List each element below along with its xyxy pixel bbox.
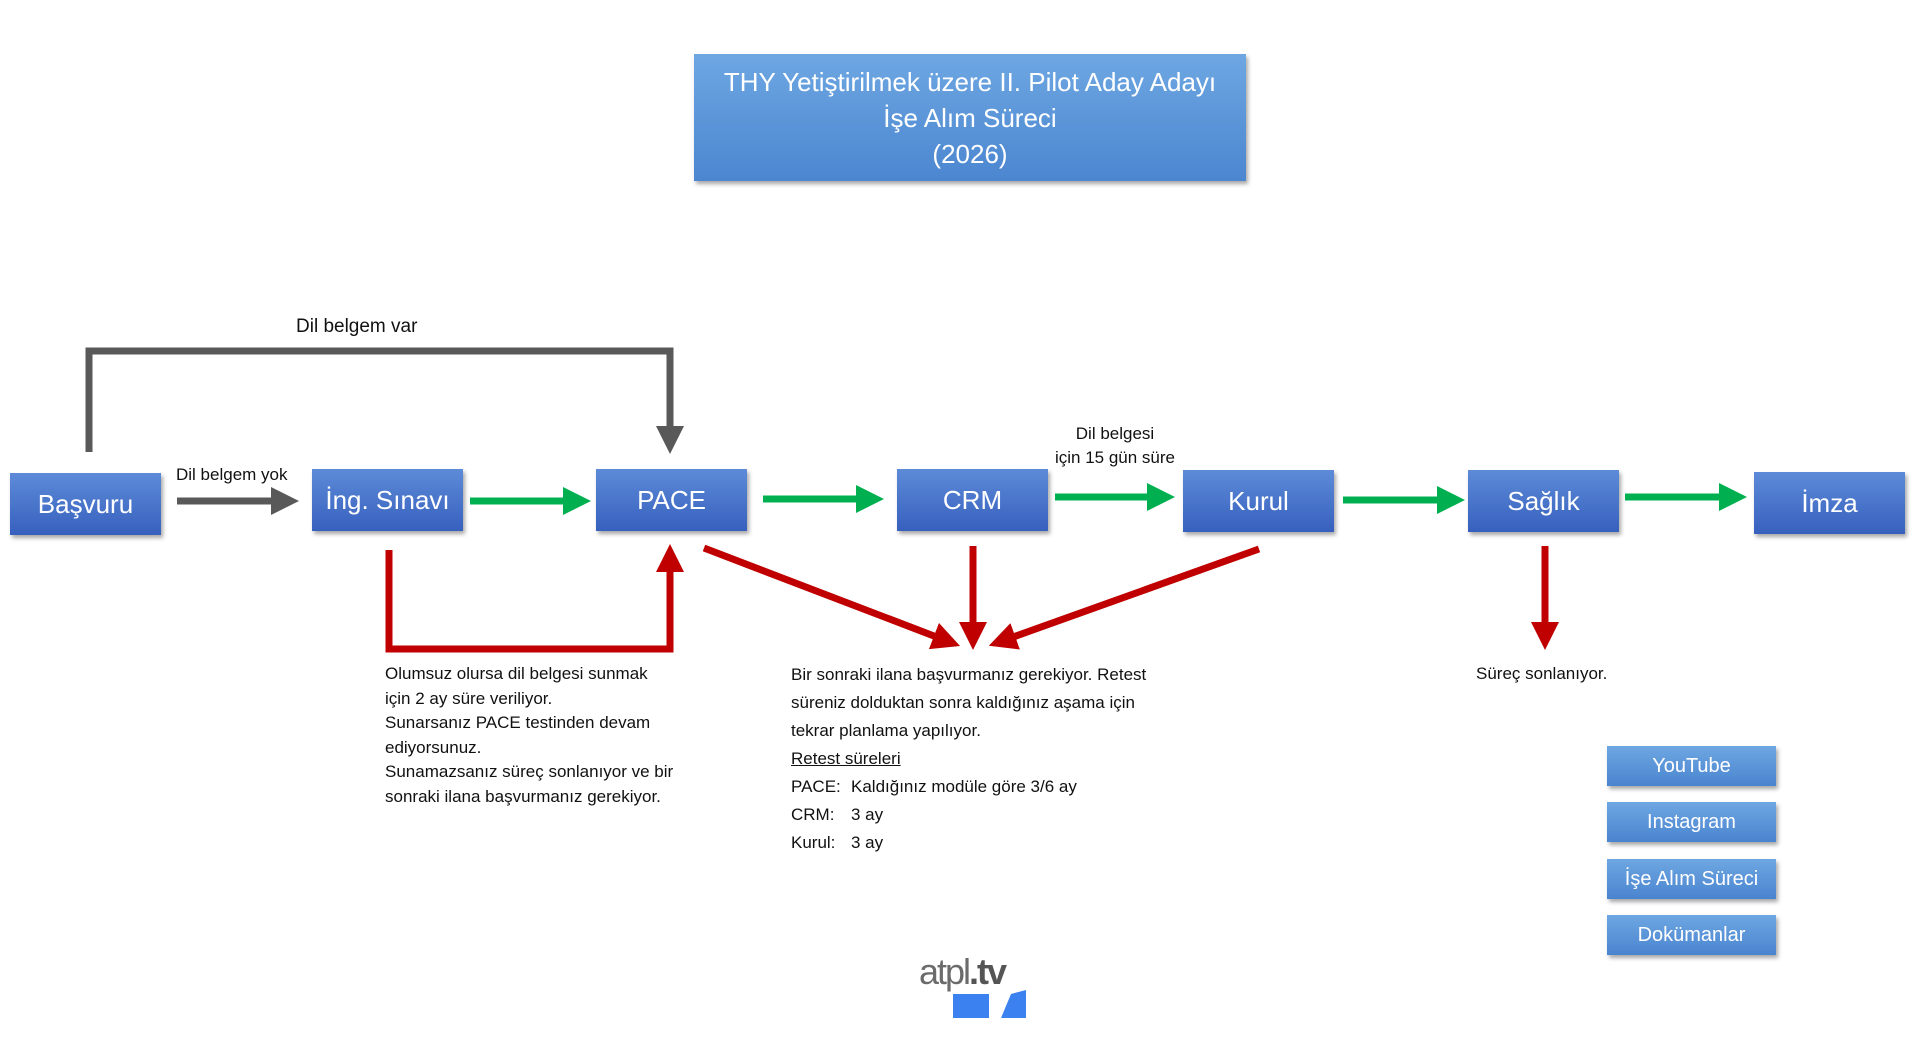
note-line: için 2 ay süre veriliyor.: [385, 688, 553, 708]
step-label: Kurul: [1228, 485, 1289, 516]
label-dil-belgesi: Dil belgesi için 15 gün süre: [1055, 424, 1175, 468]
title-line-3: (2026): [932, 138, 1008, 169]
retest-heading: Retest süreleri: [791, 749, 901, 768]
step-imza: İmza: [1754, 472, 1905, 534]
step-saglik: Sağlık: [1468, 470, 1619, 532]
note-line: sonraki ilana başvurmanız gerekiyor.: [385, 786, 661, 806]
arrow-pace-fail: [702, 544, 961, 650]
label-dil-belgem-var: Dil belgem var: [296, 316, 418, 337]
ise-alim-sureci-button[interactable]: İşe Alım Süreci: [1607, 859, 1776, 899]
note-line: Olumsuz olursa dil belgesi sunmak: [385, 664, 648, 683]
step-label: CRM: [942, 484, 1003, 515]
note-line: ediyorsunuz.: [385, 737, 482, 757]
instagram-button[interactable]: Instagram: [1607, 802, 1776, 842]
step-pace: PACE: [596, 469, 747, 531]
retest-value: Kaldığınız modüle göre 3/6 ay: [851, 777, 1077, 796]
note-saglik-fail: Süreç sonlanıyor.: [1476, 664, 1608, 683]
svg-text:atpl.tv: atpl.tv: [919, 952, 1007, 992]
note-ing-sinavi-fail: Olumsuz olursa dil belgesi sunmak için 2…: [385, 662, 673, 809]
label-line: Dil belgesi: [1075, 424, 1155, 443]
note-line: Sunamazsanız süreç sonlanıyor ve bir: [385, 762, 674, 781]
note-line: Sunarsanız PACE testinden devam: [385, 713, 651, 732]
step-label: PACE: [637, 484, 706, 515]
atpl-tv-logo-icon: atpl.tv: [919, 951, 1026, 1018]
label-dil-belgem-yok: Dil belgem yok: [176, 465, 288, 484]
step-crm: CRM: [897, 469, 1048, 531]
retest-value: 3 ay: [851, 833, 884, 852]
title-line-2: İşe Alım Süreci: [883, 102, 1057, 133]
diagram-title: THY Yetiştirilmek üzere II. Pilot Aday A…: [694, 54, 1246, 181]
youtube-button[interactable]: YouTube: [1607, 746, 1776, 786]
step-label: İmza: [1801, 487, 1858, 518]
step-label: İng. Sınavı: [325, 484, 450, 515]
retest-value: 3 ay: [851, 805, 884, 824]
label-line: için 15 gün süre: [1054, 448, 1176, 467]
retest-item-crm: CRM: 3 ay: [791, 801, 1146, 829]
title-line-1: THY Yetiştirilmek üzere II. Pilot Aday A…: [723, 66, 1217, 97]
retest-key: PACE:: [791, 777, 841, 796]
retest-item-kurul: Kurul: 3 ay: [791, 829, 1146, 857]
note-line: süreniz dolduktan sonra kaldığınız aşama…: [791, 693, 1135, 712]
atpl-tv-logo[interactable]: atpl.tv: [917, 951, 1029, 1020]
step-kurul: Kurul: [1183, 470, 1334, 532]
retest-item-pace: PACE: Kaldığınız modüle göre 3/6 ay: [791, 773, 1146, 801]
step-ing-sinavi: İng. Sınavı: [312, 469, 463, 531]
retest-key: CRM:: [791, 805, 835, 824]
step-label: Sağlık: [1507, 485, 1580, 516]
note-retest: Bir sonraki ilana başvurmanız gerekiyor.…: [791, 661, 1146, 857]
arrow-dil-belgem-var: [85, 347, 684, 454]
step-label: Başvuru: [37, 488, 134, 519]
note-line: Bir sonraki ilana başvurmanız gerekiyor.…: [791, 665, 1147, 684]
step-basvuru: Başvuru: [10, 473, 161, 535]
arrow-kurul-fail: [988, 545, 1261, 650]
arrow-ing-fail-to-pace: [385, 544, 684, 653]
note-line: tekrar planlama yapılıyor.: [791, 721, 981, 740]
retest-key: Kurul:: [791, 833, 836, 852]
dokumanlar-button[interactable]: Dokümanlar: [1607, 915, 1776, 955]
